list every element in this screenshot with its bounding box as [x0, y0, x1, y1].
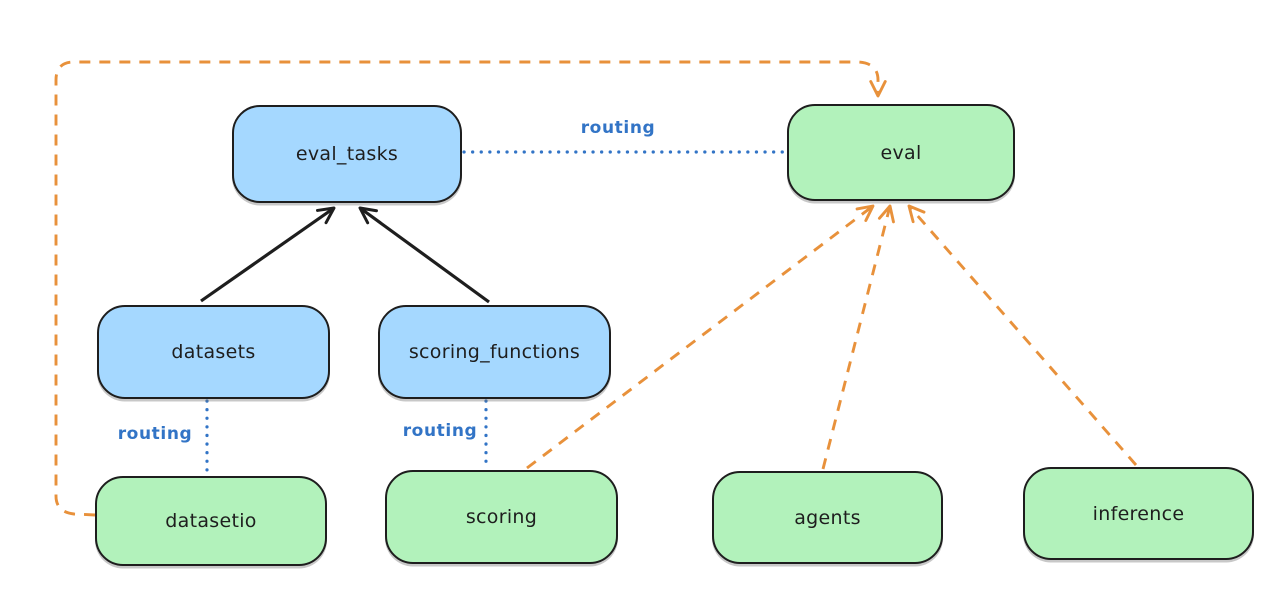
- edge-datasets-to-eval-tasks: [200, 206, 336, 303]
- edge-scoring-to-eval: [526, 204, 875, 470]
- node-inference: inference: [1023, 467, 1254, 560]
- routing-label-eval-tasks-eval: routing: [580, 118, 656, 138]
- node-eval-tasks-label: eval_tasks: [295, 143, 399, 165]
- edge-datasetio-to-eval: [54, 60, 887, 517]
- node-datasetio: datasetio: [95, 476, 327, 566]
- edge-inference-to-eval: [907, 204, 1138, 466]
- node-scoring-label: scoring: [465, 506, 538, 528]
- node-eval-label: eval: [880, 141, 922, 164]
- node-agents-label: agents: [794, 506, 861, 529]
- routing-label-scoring-functions-scoring: routing: [402, 421, 478, 441]
- node-inference-label: inference: [1092, 502, 1185, 525]
- node-eval-tasks: eval_tasks: [232, 105, 462, 203]
- node-datasetio-label: datasetio: [165, 510, 257, 532]
- routing-label-datasets-datasetio: routing: [117, 424, 193, 444]
- node-datasets: datasets: [97, 305, 330, 399]
- node-agents: agents: [712, 471, 943, 564]
- edge-scoring-functions-to-eval-tasks: [358, 206, 490, 304]
- node-datasets-label: datasets: [171, 341, 256, 363]
- node-scoring: scoring: [385, 470, 618, 564]
- node-scoring-functions: scoring_functions: [378, 305, 611, 399]
- node-eval: eval: [787, 104, 1015, 201]
- edge-agents-to-eval: [821, 204, 895, 470]
- node-scoring-functions-label: scoring_functions: [408, 341, 581, 363]
